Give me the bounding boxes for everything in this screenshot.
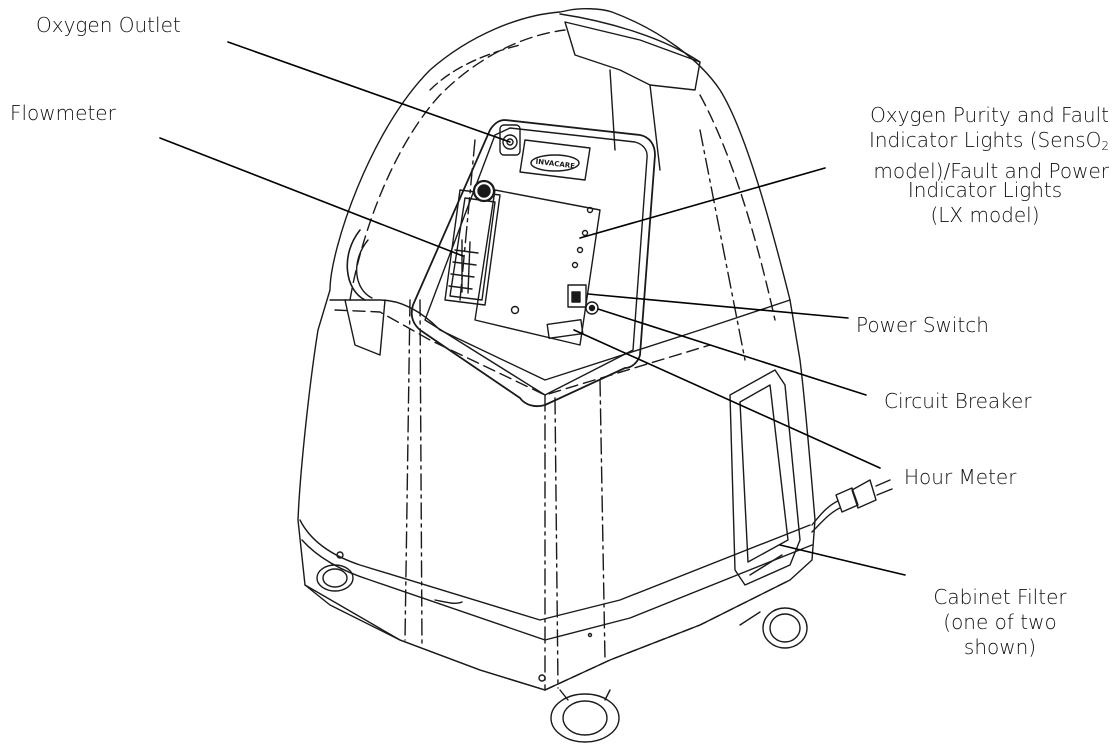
cabinet-body xyxy=(297,7,816,691)
oxygen-outlet-port xyxy=(502,134,518,150)
label-circuit-breaker-text: Circuit Breaker xyxy=(884,389,1032,413)
label-purity-line1: Oxygen Purity and Fault xyxy=(870,103,1109,127)
leader-cabinet-filter xyxy=(779,544,906,576)
circuit-breaker-body xyxy=(585,301,599,315)
label-purity-line4: Indicator Lights xyxy=(907,178,1063,202)
label-power-switch: Power Switch xyxy=(856,313,989,338)
label-filter-line2: (one of two xyxy=(943,610,1057,634)
label-purity-line5: (LX model) xyxy=(930,203,1040,227)
power-cord xyxy=(434,479,893,604)
label-power-switch-text: Power Switch xyxy=(856,313,989,337)
hour-meter-body xyxy=(546,319,584,339)
leader-flowmeter xyxy=(159,137,464,257)
label-purity-line2-subscript: 2 xyxy=(1101,139,1109,153)
leader-circuit-breaker xyxy=(597,308,867,396)
label-purity-lights-cont: Indicator Lights (LX model) xyxy=(860,178,1110,228)
control-panel xyxy=(410,119,656,408)
label-filter-line3: shown) xyxy=(963,635,1037,659)
leader-power-switch xyxy=(587,293,849,319)
label-circuit-breaker: Circuit Breaker xyxy=(884,389,1032,414)
leader-lines xyxy=(159,41,906,576)
label-cabinet-filter: Cabinet Filter (one of two shown) xyxy=(900,585,1100,660)
leader-hour-meter xyxy=(573,329,881,469)
leader-purity-lights xyxy=(579,167,826,239)
leader-oxygen-outlet xyxy=(227,41,511,143)
label-oxygen-outlet-text: Oxygen Outlet xyxy=(36,13,181,37)
label-hour-meter: Hour Meter xyxy=(904,465,1016,490)
label-flowmeter-text: Flowmeter xyxy=(10,101,116,125)
label-filter-line1: Cabinet Filter xyxy=(933,585,1067,609)
label-purity-line2-main: Indicator Lights (SensO xyxy=(868,128,1102,152)
label-purity-line2: Indicator Lights (SensO2 xyxy=(869,128,1109,159)
label-oxygen-outlet: Oxygen Outlet xyxy=(36,13,181,38)
power-switch-body xyxy=(567,284,587,308)
casters xyxy=(316,564,808,743)
label-hour-meter-text: Hour Meter xyxy=(904,465,1017,489)
label-purity-lights: Oxygen Purity and Fault Indicator Lights… xyxy=(869,103,1109,184)
label-purity-line3: model)/Fault and Power xyxy=(873,159,1109,183)
label-flowmeter: Flowmeter xyxy=(10,101,116,126)
